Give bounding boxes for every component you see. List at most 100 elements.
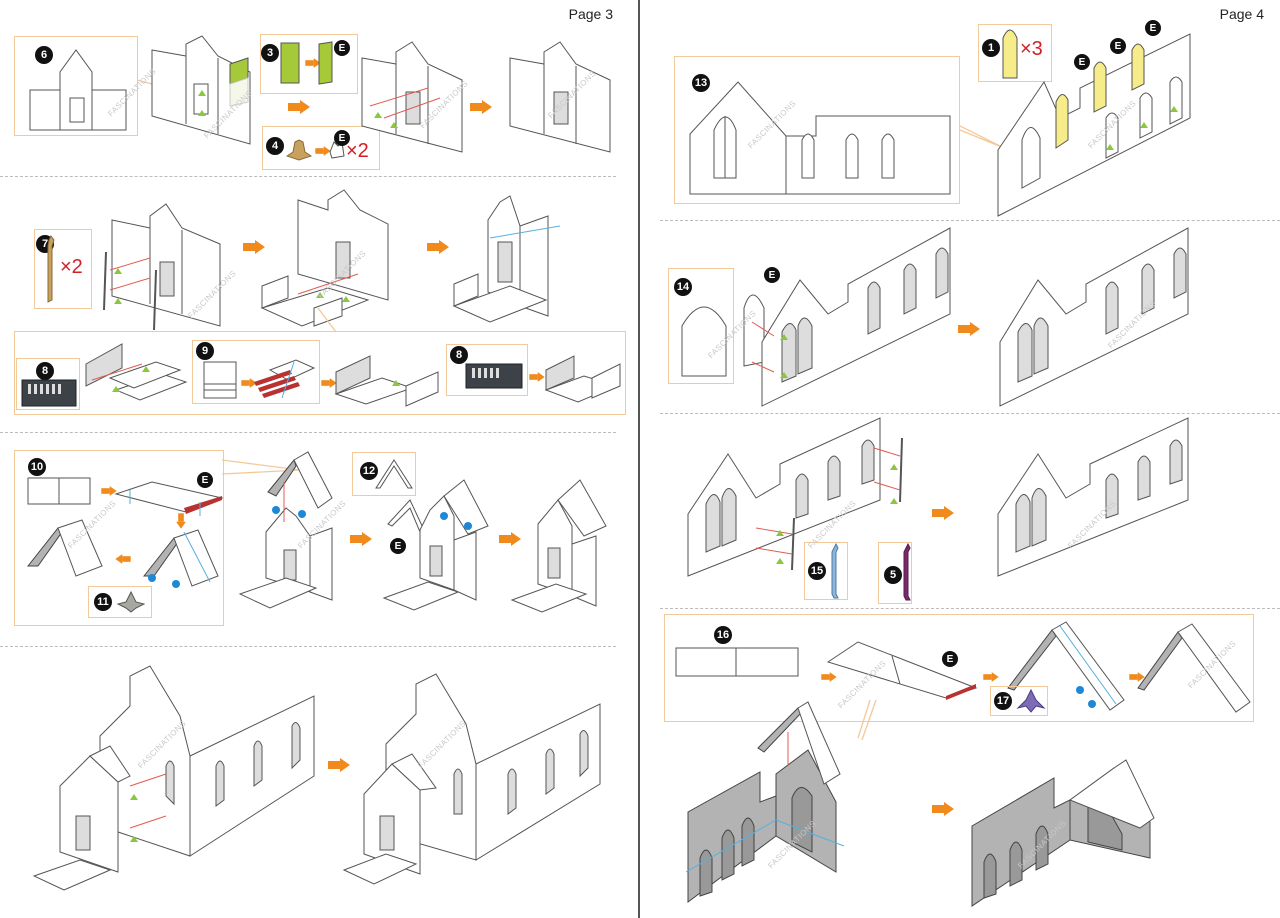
church-walls-with-roof-exploded-drawing <box>684 702 884 912</box>
porch-complete-with-roof-drawing <box>508 470 618 620</box>
page-4: Page 4 13 1 ×3 E E E 14 E <box>640 0 1280 918</box>
step-arrow <box>241 378 257 388</box>
step-arrow <box>932 802 954 816</box>
roof-bracket-part <box>116 590 146 614</box>
side-wall-with-inserts-drawing <box>994 28 1194 218</box>
step-number-badge: 4 <box>266 137 284 155</box>
church-walls-with-roof-result-drawing <box>970 730 1160 910</box>
step-arrow <box>101 486 117 496</box>
step-number-badge: 8 <box>450 346 468 364</box>
step-15-callout <box>804 542 848 600</box>
row-divider <box>660 608 1280 609</box>
step-9-callout <box>192 340 320 404</box>
yellow-window-insert-part <box>1002 26 1018 80</box>
step-arrow <box>321 378 337 388</box>
step-arrow <box>932 506 954 520</box>
step-arrow <box>305 58 321 68</box>
porch-with-roof-exploded-drawing <box>236 452 336 612</box>
step-arrow <box>1129 672 1145 682</box>
step-arrow <box>821 672 837 682</box>
front-wall-posts-exploded-drawing <box>100 200 230 330</box>
church-assembly-exploded-drawing <box>30 656 330 896</box>
blue-connector-part <box>828 544 842 598</box>
step-5-callout <box>878 542 912 604</box>
step-arrow <box>499 532 521 546</box>
step-number-badge: 13 <box>692 74 710 92</box>
tan-bracket-part <box>285 138 311 162</box>
step-arrow <box>288 100 310 114</box>
glue-marker-e: E <box>942 651 958 667</box>
main-roof-flat-part <box>674 646 800 682</box>
step-number-badge: 16 <box>714 626 732 644</box>
main-roof-scored-part <box>826 640 978 700</box>
row-divider <box>0 432 616 433</box>
step-number-badge: 8 <box>36 362 54 380</box>
page-number: Page 4 <box>1219 6 1264 22</box>
quantity-label: ×3 <box>1020 38 1043 60</box>
row-divider <box>660 220 1280 221</box>
step-number-badge: 15 <box>808 562 826 580</box>
step-13-callout <box>674 56 960 204</box>
green-door-panel <box>228 58 252 106</box>
purple-connector-part <box>902 544 914 600</box>
side-wall-window-insert-exploded-drawing <box>740 222 956 410</box>
tan-post-part <box>44 236 58 304</box>
main-roof-folded-part <box>1006 618 1126 714</box>
porch-assembly-callout <box>14 331 626 415</box>
step-arrow <box>350 532 372 546</box>
step-14-callout <box>668 268 734 384</box>
front-wall-result-drawing <box>508 40 620 155</box>
step-4-callout <box>262 126 380 170</box>
porch-roof-assembled-part <box>24 520 104 580</box>
front-wall-with-brackets-drawing <box>360 40 470 155</box>
porch-roof-folded-part <box>140 530 220 588</box>
step-arrow <box>115 554 130 564</box>
front-wall-porch-assembled-drawing <box>450 196 580 336</box>
glue-marker-e: E <box>764 267 780 283</box>
glue-marker-e: E <box>390 538 406 554</box>
step-arrow <box>958 322 980 336</box>
step-12-callout <box>352 452 416 496</box>
arched-window-insert-part <box>680 300 730 380</box>
side-wall-connectors-exploded-drawing <box>684 418 924 580</box>
purple-roof-bracket-part <box>1016 688 1046 714</box>
step-arrow <box>529 372 545 382</box>
quantity-label: ×2 <box>346 140 369 162</box>
step-arrow <box>427 240 449 254</box>
porch-roof-flat-part <box>24 476 94 508</box>
quantity-label: ×2 <box>60 256 83 278</box>
glue-marker-e: E <box>1074 54 1090 70</box>
step-arrow <box>243 240 265 254</box>
green-door-folded-part <box>318 42 334 86</box>
row-divider <box>660 413 1280 414</box>
step-3-callout <box>260 34 358 94</box>
main-roof-assembled-part <box>1136 620 1252 716</box>
page-3: Page 3 6 3 E 4 E ×2 <box>0 0 638 918</box>
step-arrow <box>328 758 350 772</box>
row-divider <box>0 176 616 177</box>
porch-with-left-railing-drawing <box>332 338 442 408</box>
step-10-callout <box>14 450 224 626</box>
porch-with-trim-exploded-drawing <box>380 460 490 620</box>
callout-pointer <box>856 700 876 740</box>
front-wall-exploded-drawing <box>150 36 260 146</box>
dark-railing-part <box>20 378 78 408</box>
step-arrow <box>176 513 186 528</box>
side-wall-connectors-result-drawing <box>994 418 1194 580</box>
step-arrow <box>983 672 999 682</box>
railing-and-steps-exploded-drawing <box>82 334 192 404</box>
step-arrow <box>315 146 331 156</box>
callout-pointer <box>960 120 1006 150</box>
dark-railing-part-right <box>464 362 524 392</box>
glue-marker-e: E <box>334 40 350 56</box>
porch-complete-drawing <box>544 346 624 406</box>
step-number-badge: 5 <box>884 566 902 584</box>
callout-pointer <box>318 308 338 332</box>
porch-roof-scored-part <box>114 480 224 528</box>
step-number-badge: 14 <box>674 278 692 296</box>
roof-trim-part <box>372 456 416 492</box>
step-number-badge: 10 <box>28 458 46 476</box>
stair-base-flat-part <box>200 360 240 400</box>
step-number-badge: 17 <box>994 692 1012 710</box>
step-7-callout <box>34 229 92 309</box>
